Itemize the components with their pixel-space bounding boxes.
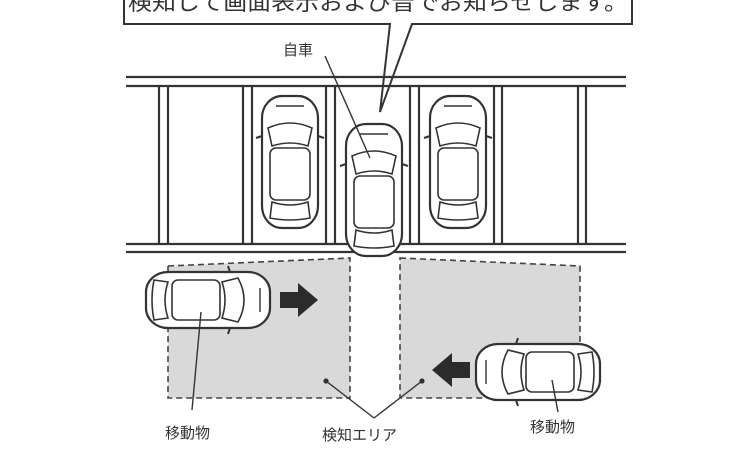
detection-point-right (419, 378, 425, 384)
own-car-label: 自車 (283, 41, 313, 59)
callout-text: 検知して画面表示および音でお知らせします。 (128, 0, 628, 15)
arrow-left-icon (432, 353, 470, 387)
moving-object-label-left: 移動物 (165, 424, 210, 442)
detection-area-label: 検知エリア (322, 426, 397, 444)
detection-point-left (323, 378, 329, 384)
leader-lines (191, 55, 559, 419)
arrow-right-icon (280, 283, 318, 317)
callout-bubble: 検知して画面表示および音でお知らせします。 (123, 0, 633, 113)
moving-object-label-right: 移動物 (530, 418, 575, 436)
parked-car-left (254, 94, 326, 230)
parking-lot (126, 75, 626, 254)
parked-car-right (422, 94, 494, 230)
moving-car-right (474, 336, 602, 408)
moving-car-left (144, 264, 272, 336)
own-car (338, 122, 410, 258)
